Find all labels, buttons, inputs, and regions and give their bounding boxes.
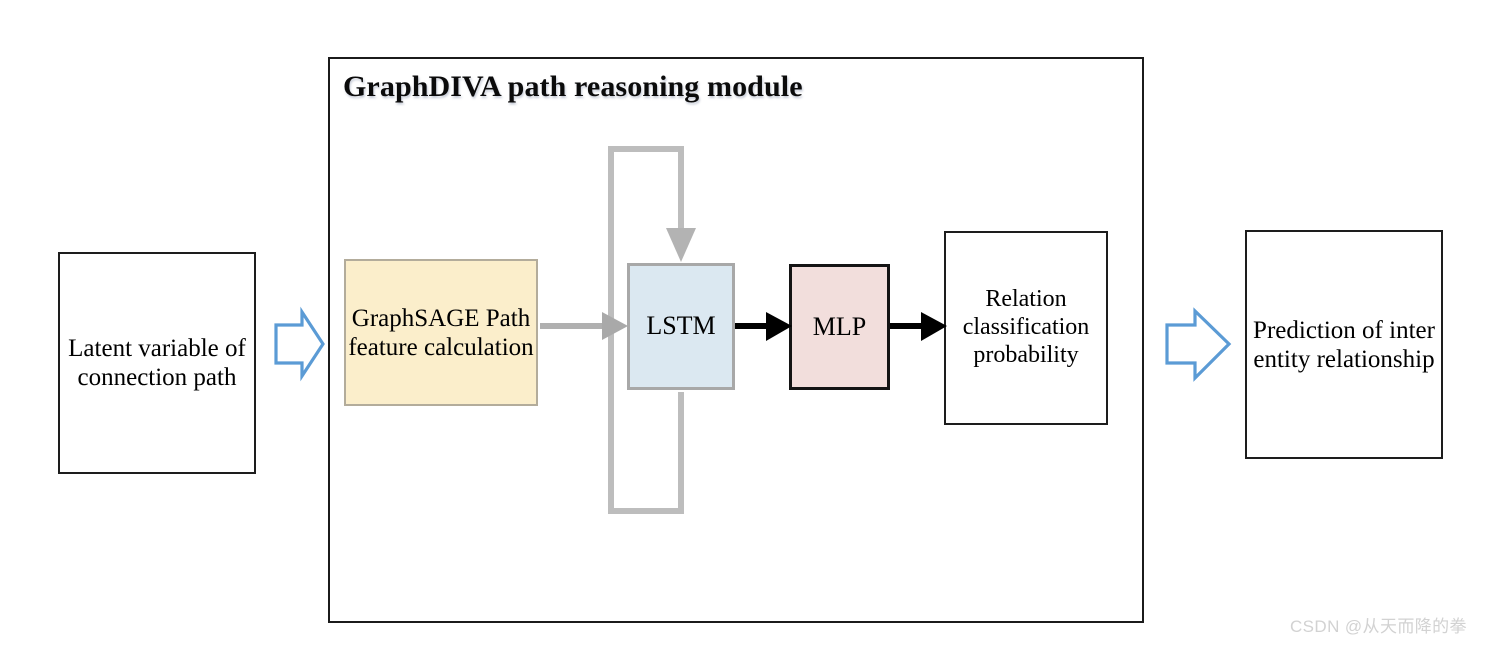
module-to-prediction-arrow [1165, 307, 1232, 382]
graphsage-label: GraphSAGE Path feature calculation [348, 304, 534, 361]
relation-classification-box: Relation classification probability [944, 231, 1108, 425]
csdn-watermark: CSDN @从天而降的拳 [1290, 617, 1467, 636]
latent-variable-box: Latent variable of connection path [58, 252, 256, 474]
lstm-label: LSTM [646, 311, 716, 341]
module-title: GraphDIVA path reasoning module [343, 70, 803, 103]
prediction-box: Prediction of inter entity relationship [1245, 230, 1443, 459]
prediction-label: Prediction of inter entity relationship [1253, 316, 1435, 373]
mlp-box: MLP [789, 264, 890, 390]
lstm-box: LSTM [627, 263, 735, 390]
relation-classification-label: Relation classification probability [962, 286, 1090, 368]
latent-to-module-arrow [274, 306, 325, 382]
mlp-label: MLP [812, 311, 867, 341]
latent-variable-label: Latent variable of connection path [68, 335, 246, 391]
graphsage-box: GraphSAGE Path feature calculation [344, 259, 538, 406]
